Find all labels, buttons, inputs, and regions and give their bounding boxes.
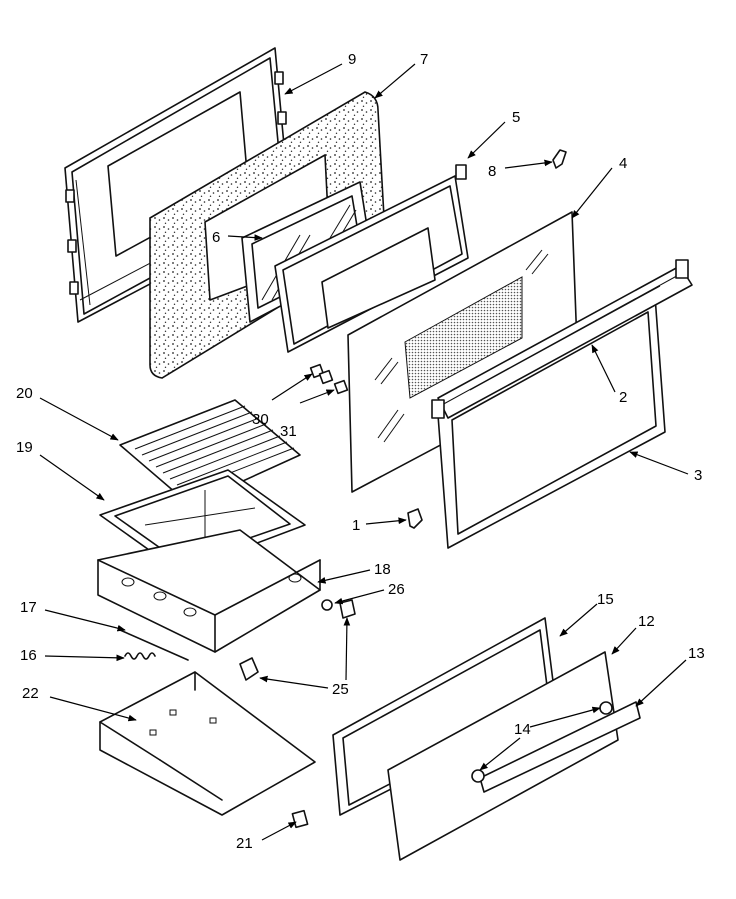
part-31-bracket: [333, 379, 349, 395]
part-13-drawer-handle: [479, 701, 641, 793]
callout-9: 9: [348, 51, 356, 68]
callout-22: 22: [22, 685, 39, 702]
part-16-spring: [124, 652, 156, 660]
callout-7: 7: [420, 51, 428, 68]
callout-6: 6: [212, 229, 220, 246]
callout-5: 5: [512, 109, 520, 126]
callout-18: 18: [374, 561, 391, 578]
part-22-drawer-bottom-plate: [99, 671, 316, 816]
callout-21: 21: [236, 835, 253, 852]
part-2-door-handle-trim: [431, 259, 693, 419]
part-9-inner-door-panel: [64, 47, 291, 323]
part-1-clip: [407, 508, 423, 529]
callout-15: 15: [597, 591, 614, 608]
part-21-bracket: [291, 809, 309, 829]
callout-31: 31: [280, 423, 297, 440]
callout-1: 1: [352, 517, 360, 534]
part-20-broiler-grid: [119, 399, 301, 506]
part-18-broiler-drawer: [97, 529, 321, 653]
callout-8: 8: [488, 163, 496, 180]
callout-labels: 9 7 5 8 4 6 2 3 20 19 30 31 1 18 26 17 1…: [16, 51, 705, 852]
part-25-bracket: [239, 657, 259, 681]
part-26-screw: [321, 599, 356, 619]
callout-17: 17: [20, 599, 37, 616]
callout-30: 30: [252, 411, 269, 428]
callout-13: 13: [688, 645, 705, 662]
callout-19: 19: [16, 439, 33, 456]
part-17-rod: [119, 629, 189, 661]
callout-12: 12: [638, 613, 655, 630]
callout-25: 25: [332, 681, 349, 698]
part-5-door-liner: [274, 164, 469, 353]
callout-14: 14: [514, 721, 531, 738]
callout-16: 16: [20, 647, 37, 664]
leader-lines: [39, 63, 689, 841]
callout-2: 2: [619, 389, 627, 406]
callout-20: 20: [16, 385, 33, 402]
part-30-bracket: [309, 363, 334, 385]
part-12-drawer-outer-panel: [387, 651, 619, 861]
part-14-screw: [471, 701, 613, 783]
callout-26: 26: [388, 581, 405, 598]
part-8-clip: [552, 149, 567, 169]
callout-4: 4: [619, 155, 627, 172]
callout-3: 3: [694, 467, 702, 484]
